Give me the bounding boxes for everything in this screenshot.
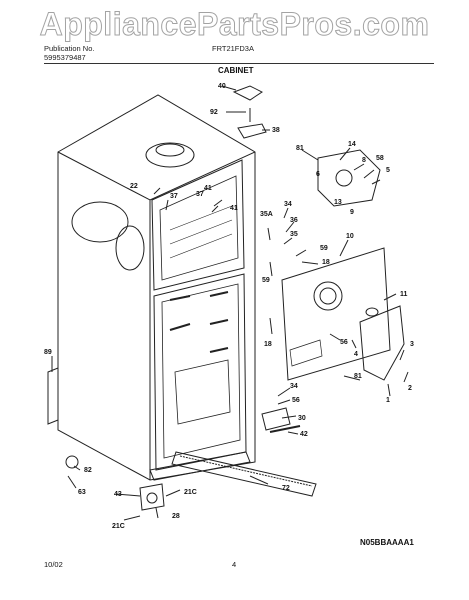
callout: 63 [78, 489, 86, 496]
control-assembly [317, 149, 381, 207]
callout: 59 [320, 245, 328, 252]
diagram-code: N05BBAAAA1 [360, 538, 414, 547]
publication-number: 5995379487 [44, 53, 86, 62]
hinge-cover-40 [232, 85, 263, 101]
callout: 38 [272, 127, 280, 134]
cabinet-top-edge [57, 151, 256, 201]
evaporator-cover-41 [71, 201, 129, 243]
callout: 43 [114, 491, 122, 498]
callout: 11 [400, 291, 408, 298]
toe-grille-72 [171, 451, 317, 497]
callout: 89 [44, 349, 52, 356]
freezer-opening [151, 159, 245, 291]
callout: 41 [204, 185, 212, 192]
cabinet-body [57, 94, 256, 481]
bracket-30 [261, 407, 291, 431]
callout: 1 [386, 397, 390, 404]
callout: 92 [210, 109, 218, 116]
callout: 18 [264, 341, 272, 348]
callout: 10 [346, 233, 354, 240]
back-panel-10 [281, 247, 391, 381]
callout: 40 [218, 83, 226, 90]
footer-date: 10/02 [44, 560, 63, 569]
callout: 72 [282, 485, 290, 492]
callout: 6 [316, 171, 320, 178]
callout: 37 [170, 193, 178, 200]
light-housing [145, 142, 195, 168]
callout: 41 [230, 205, 238, 212]
roller-bracket-43 [139, 483, 165, 511]
callout: 3 [410, 341, 414, 348]
callout: 35 [290, 231, 298, 238]
callout: 8 [362, 157, 366, 164]
callout: 36 [290, 217, 298, 224]
callout: 82 [84, 467, 92, 474]
section-title: CABINET [218, 66, 254, 75]
callout: 9 [350, 209, 354, 216]
callout: 81 [296, 145, 304, 152]
callout: 35A [260, 211, 273, 218]
callout: 18 [322, 259, 330, 266]
roller-82 [65, 455, 79, 469]
fresh-food-opening [153, 273, 247, 471]
callout: 34 [290, 383, 298, 390]
callout: 21C [184, 489, 197, 496]
header-rule [44, 63, 434, 64]
callout: 56 [340, 339, 348, 346]
callout: 13 [334, 199, 342, 206]
callout: 14 [348, 141, 356, 148]
top-hinge-38 [237, 123, 267, 139]
callout: 30 [298, 415, 306, 422]
side-trim-89 [47, 367, 59, 425]
publication-label: Publication No. [44, 44, 95, 53]
callout: 56 [292, 397, 300, 404]
model-number: FRT21FD3A [212, 44, 254, 53]
callout-labels: 40 92 38 81 14 8 58 6 5 22 37 41 41 37 1… [44, 83, 414, 530]
callout: 81 [354, 373, 362, 380]
air-duct-1 [359, 305, 405, 381]
callout: 2 [408, 385, 412, 392]
callout: 22 [130, 183, 138, 190]
callout: 34 [284, 201, 292, 208]
watermark: AppliancePartsPros.com [39, 6, 430, 43]
callout: 59 [262, 277, 270, 284]
callout: 4 [354, 351, 358, 358]
callout: 37 [196, 191, 204, 198]
callout: 42 [300, 431, 308, 438]
callout: 21C [112, 523, 125, 530]
callout: 5 [386, 167, 390, 174]
footer-page: 4 [232, 560, 237, 569]
callout: 28 [172, 513, 180, 520]
callout: 58 [376, 155, 384, 162]
